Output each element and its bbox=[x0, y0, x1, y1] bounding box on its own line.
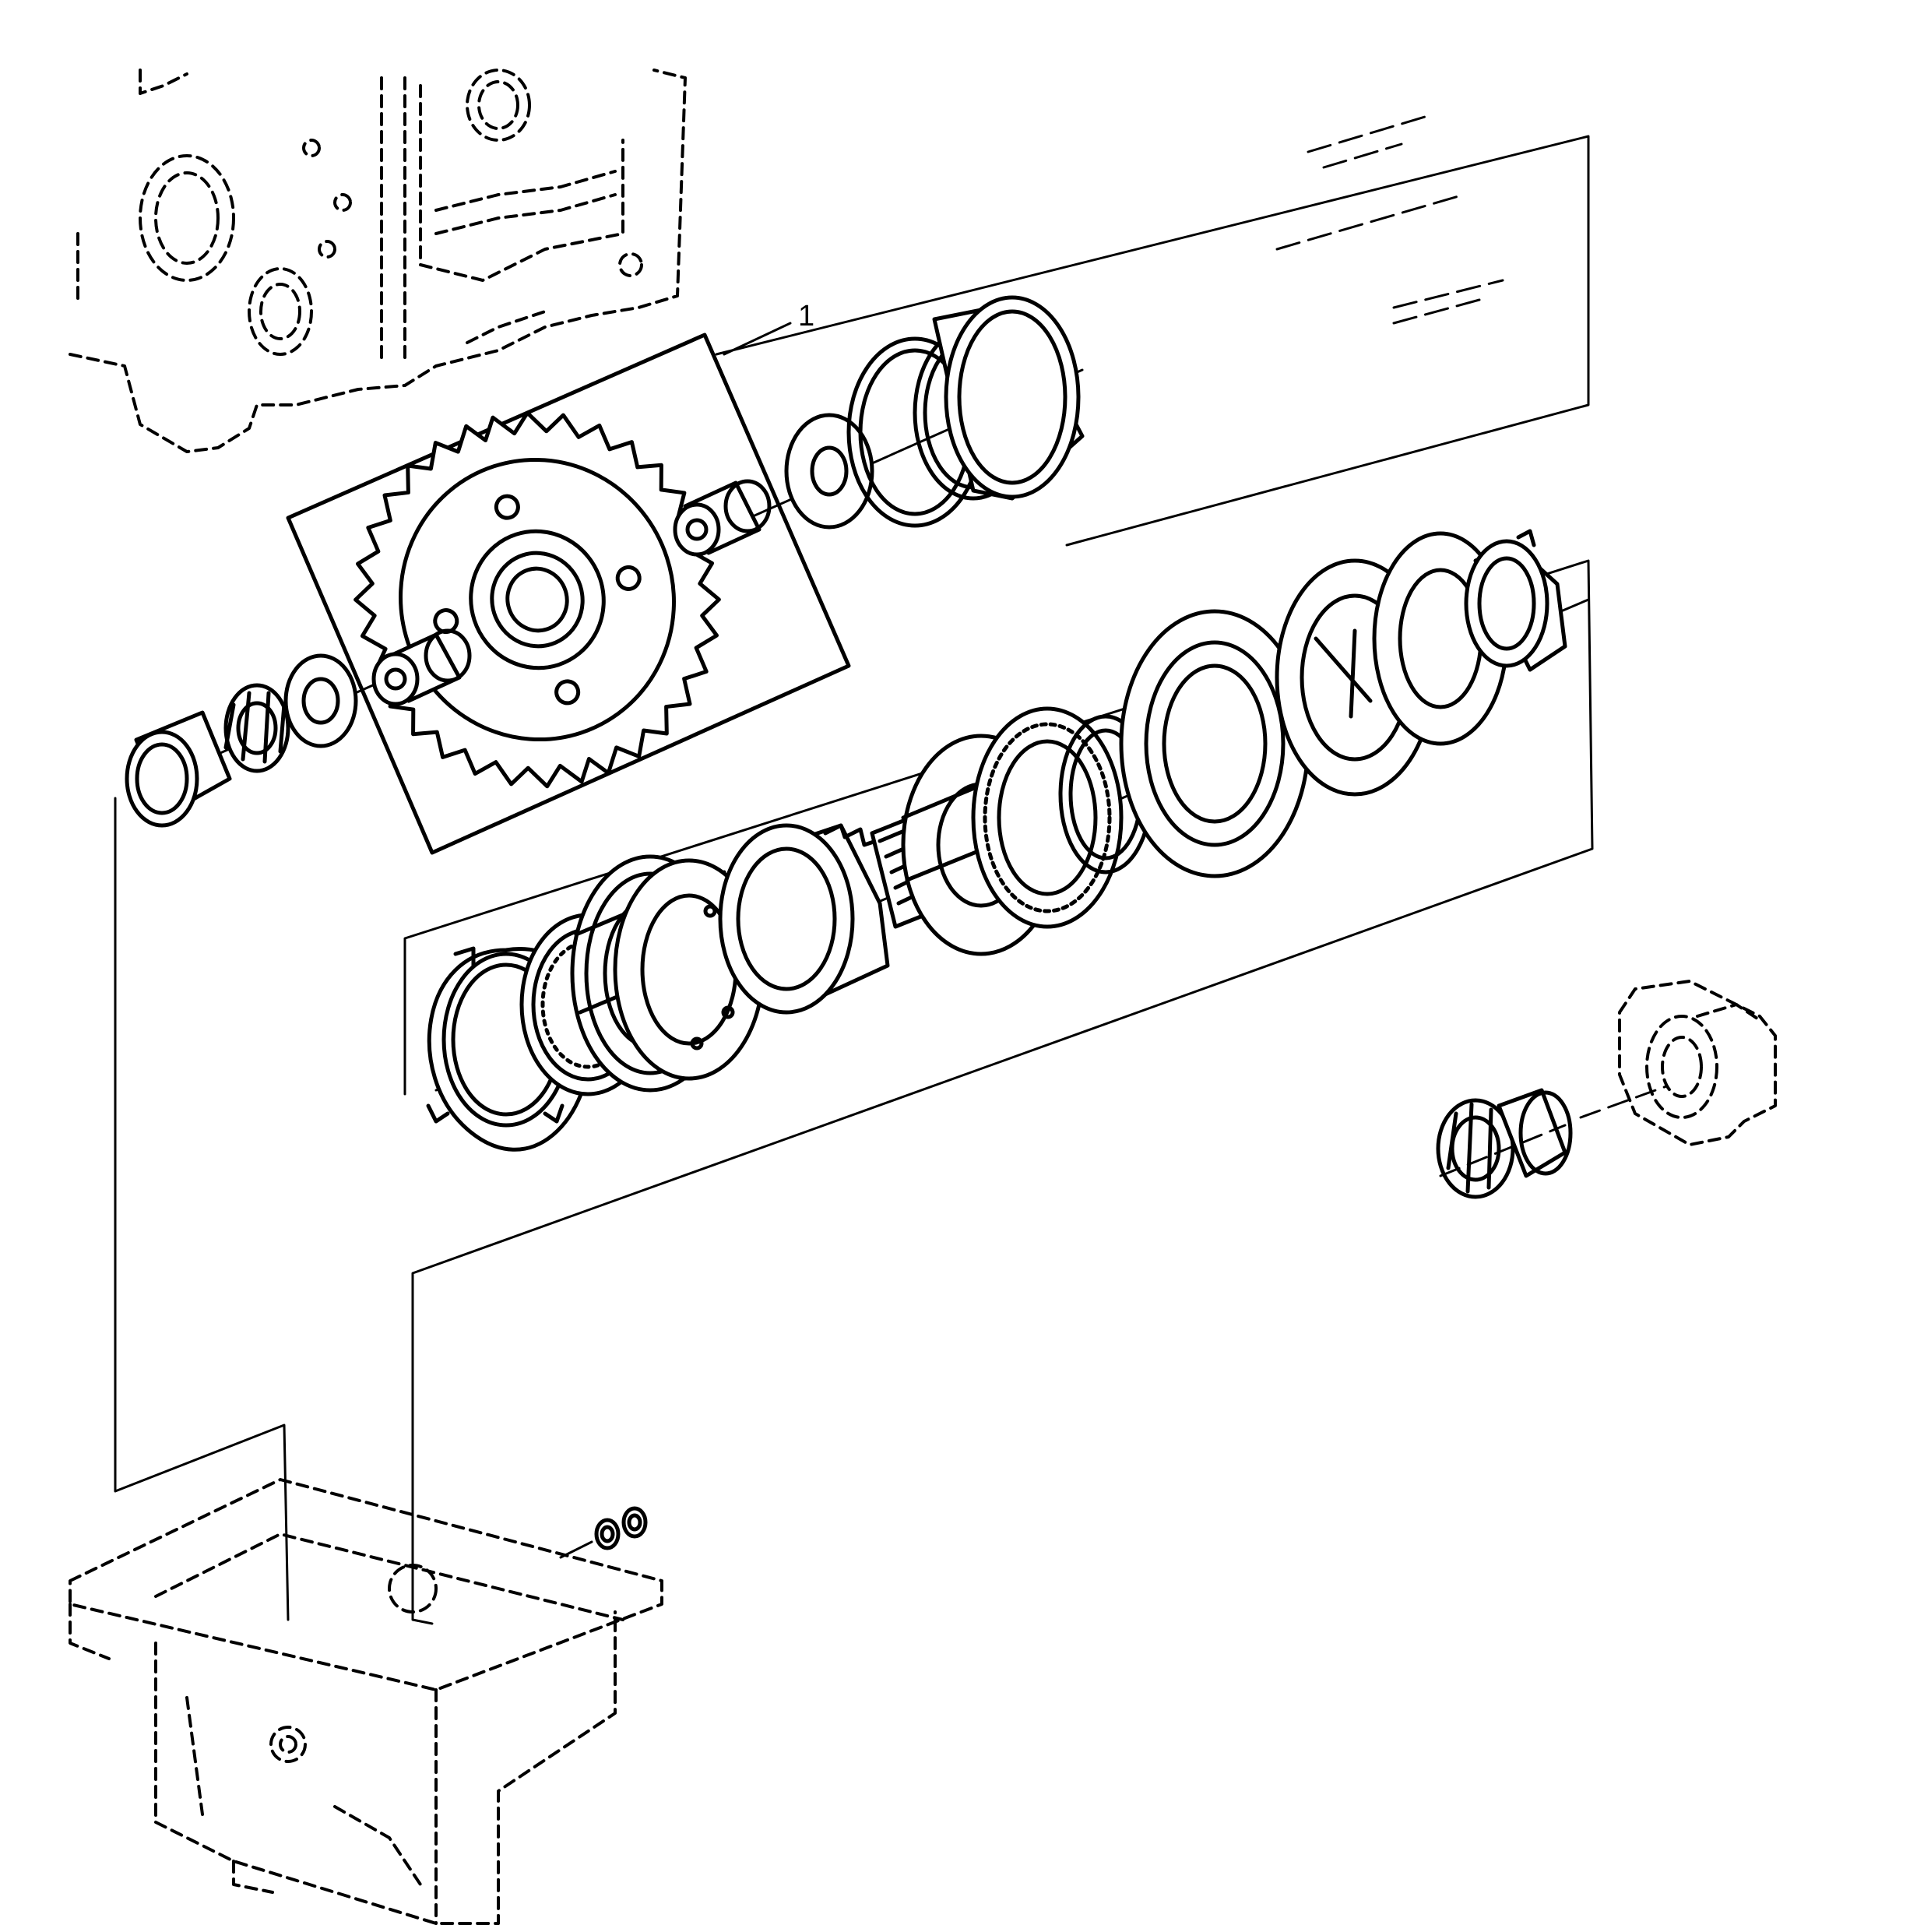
right-bearing-assembly bbox=[1436, 1088, 1573, 1199]
bearing-cup-left bbox=[125, 710, 232, 828]
housing-lower bbox=[69, 1478, 663, 1925]
callout-1-label: 1 bbox=[798, 300, 814, 333]
lock-nut bbox=[1464, 529, 1567, 672]
housing-upper-left bbox=[69, 69, 687, 453]
tapered-bearing-left bbox=[223, 683, 290, 773]
upper-bracket-frame bbox=[715, 135, 1590, 547]
reference-lines-upper bbox=[1275, 115, 1504, 325]
circlips bbox=[559, 1506, 648, 1559]
needle-bearing-small bbox=[371, 628, 472, 706]
washer-small bbox=[283, 653, 358, 748]
callout-1-leader bbox=[723, 322, 792, 356]
housing-right bbox=[1618, 980, 1777, 1146]
spline-gear bbox=[718, 823, 894, 1015]
gear-assembly-box bbox=[286, 333, 851, 855]
toothed-ring bbox=[971, 706, 1124, 929]
bearing-cup-upper bbox=[932, 295, 1085, 501]
needle-bearing-upper bbox=[673, 479, 772, 557]
large-gear bbox=[353, 410, 721, 789]
shaft-assembly-frame bbox=[114, 559, 1594, 1625]
